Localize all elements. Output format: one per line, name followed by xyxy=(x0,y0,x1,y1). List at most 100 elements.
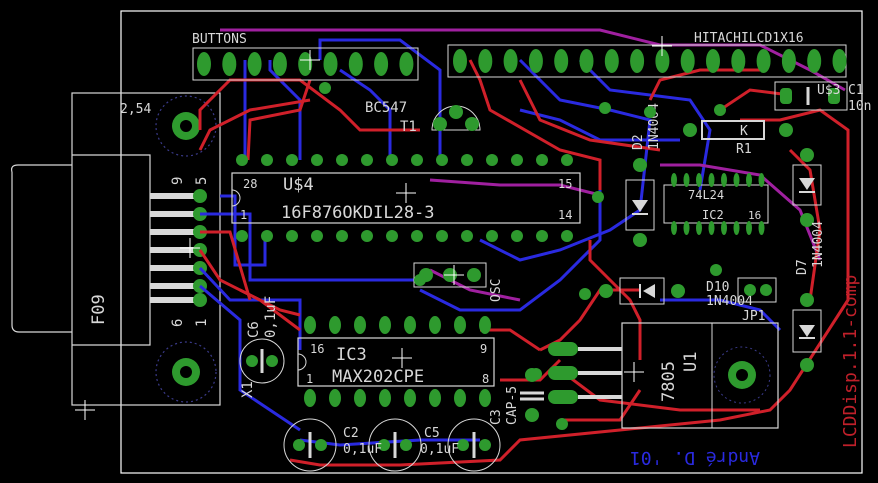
r1-label: R1 xyxy=(736,142,752,157)
db9-pin-leads xyxy=(150,193,200,303)
ic2-pad xyxy=(671,221,677,235)
ic2-pad xyxy=(683,173,690,187)
ic3-value: MAX202CPE xyxy=(332,367,424,387)
u1-regulator xyxy=(548,322,779,429)
buttons-pad xyxy=(222,52,237,76)
ic3-pad xyxy=(379,389,391,407)
buttons-pad xyxy=(197,52,211,76)
d2-diode xyxy=(625,158,655,247)
db9-pin6: 6 xyxy=(170,319,186,327)
u4-pad xyxy=(461,154,473,166)
osc-label: OSC xyxy=(489,279,504,302)
u4-pad xyxy=(536,230,548,242)
ic2-pad xyxy=(683,221,690,235)
u3-label: U$3 xyxy=(817,83,840,98)
u1-value: 7805 xyxy=(659,361,679,402)
vias xyxy=(319,82,726,430)
ic3-label: IC3 xyxy=(336,345,367,365)
buttons-pad xyxy=(298,52,313,76)
u4-pin1: 1 xyxy=(240,208,247,222)
c2-capacitor xyxy=(283,418,337,472)
u4-pad xyxy=(336,154,348,166)
u4-label: U$4 xyxy=(283,175,314,195)
u4-pin15: 15 xyxy=(558,177,572,191)
lcd-pad xyxy=(478,49,493,73)
lcd-pad xyxy=(630,49,645,73)
ic3-pad xyxy=(379,316,391,334)
c1-value: 10n xyxy=(848,99,871,114)
buttons-header xyxy=(192,47,419,81)
u4-pad xyxy=(261,230,273,242)
u4-pad xyxy=(436,230,448,242)
bottom-copper xyxy=(198,38,782,447)
u4-pad xyxy=(286,230,298,242)
u4-pad xyxy=(361,154,373,166)
ic3-pad xyxy=(404,316,416,334)
t1-label: T1 xyxy=(400,119,417,135)
db9-pad xyxy=(193,189,207,203)
buttons-pad xyxy=(247,52,262,76)
d2-label: D2 xyxy=(631,134,646,150)
u4-pad xyxy=(336,230,348,242)
lcd-pad xyxy=(807,49,822,73)
d7-label: D7 xyxy=(795,259,810,275)
u4-pin14: 14 xyxy=(558,208,572,222)
x1-label: X1 xyxy=(240,381,256,398)
ic2-pad xyxy=(746,173,752,187)
buttons-label: BUTTONS xyxy=(192,32,247,47)
u4-pad xyxy=(486,154,498,166)
d10-diode xyxy=(599,277,685,305)
u4-pad xyxy=(561,230,573,242)
ic3-pad xyxy=(404,389,416,407)
d7-diode xyxy=(792,148,822,227)
c6-label: C6 xyxy=(246,321,262,338)
lcd-pad xyxy=(706,49,720,73)
c5-value: 0,1uF xyxy=(420,442,459,457)
db9-pin5: 5 xyxy=(194,177,210,185)
ic3-pad xyxy=(329,316,341,334)
ic3-pin8: 8 xyxy=(482,372,489,386)
u4-pad xyxy=(236,154,248,166)
u4-pad xyxy=(436,154,448,166)
ic2-value: 74L24 xyxy=(688,188,724,202)
ic2-pad xyxy=(758,173,765,187)
buttons-pad xyxy=(374,52,389,76)
ic3-pad xyxy=(479,389,491,407)
t1-transistor xyxy=(431,105,481,131)
u4-pad xyxy=(536,154,548,166)
ic2-pad xyxy=(746,221,752,235)
c1-label: C1 xyxy=(848,83,864,98)
d7-value: 1N4004 xyxy=(811,221,826,268)
c1-component xyxy=(774,81,848,111)
ic2-pad xyxy=(696,221,702,235)
u4-pad xyxy=(411,154,423,166)
db9-pads xyxy=(193,189,207,307)
ic2-pad xyxy=(721,221,727,235)
buttons-pad xyxy=(399,52,414,76)
ic3-pin1: 1 xyxy=(306,372,313,386)
ic3-pad xyxy=(329,389,341,407)
ic3-pad xyxy=(454,316,466,334)
project-label: LCDDisp.1.1-comp xyxy=(840,275,861,448)
lcd-pad xyxy=(756,49,771,73)
u4-pad xyxy=(311,154,323,166)
lcd-pad xyxy=(680,49,695,73)
ic2-pad xyxy=(758,221,765,235)
c3-label: C3 xyxy=(489,409,504,425)
lcd-pad xyxy=(503,49,518,73)
d-lower-right xyxy=(792,293,822,372)
ic3-pad xyxy=(304,389,316,407)
ic2-label: IC2 xyxy=(702,208,724,222)
u4-pad xyxy=(386,154,398,166)
u4-pad xyxy=(261,154,273,166)
buttons-pad xyxy=(272,52,287,76)
ic3-pin9: 9 xyxy=(480,342,487,356)
c2-label: C2 xyxy=(343,426,359,441)
c5-capacitor xyxy=(447,418,501,472)
grid-label: 2,54 xyxy=(120,102,151,117)
db9-pin9: 9 xyxy=(170,177,186,185)
lcd-pad xyxy=(604,49,619,73)
lcd-pad xyxy=(781,49,796,73)
c4-capacitor xyxy=(368,418,422,472)
c6-value: 0,1uF xyxy=(263,296,279,338)
